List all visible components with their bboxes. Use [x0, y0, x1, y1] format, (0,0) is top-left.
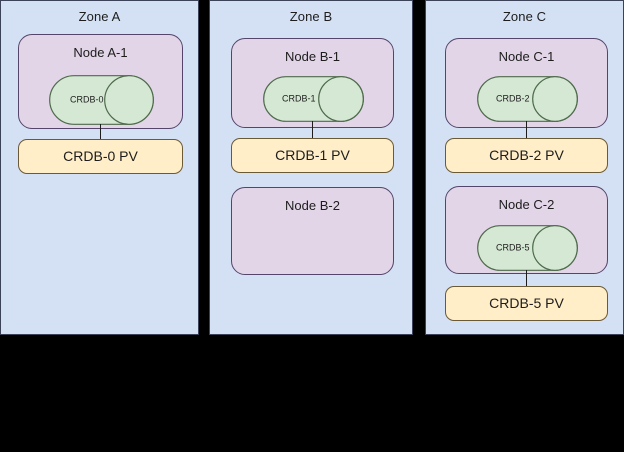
volume-crdb-5-pv-label: CRDB-5 PV	[489, 295, 564, 311]
volume-crdb-1-pv[interactable]: CRDB-1 PV	[231, 138, 394, 173]
node-c-1[interactable]: Node C-1 CRDB-2	[445, 38, 608, 128]
node-a-1-title: Node A-1	[73, 45, 128, 60]
volume-crdb-0-pv[interactable]: CRDB-0 PV	[18, 139, 183, 174]
node-b-1-title: Node B-1	[285, 49, 340, 64]
cylinder-shape	[49, 75, 154, 125]
database-crdb-5[interactable]: CRDB-5	[475, 225, 580, 271]
node-a-1[interactable]: Node A-1 CRDB-0	[18, 34, 183, 129]
database-crdb-1[interactable]: CRDB-1	[261, 76, 366, 122]
connector-crdb-0-to-pv	[100, 124, 101, 139]
connector-crdb-2-to-pv	[526, 121, 527, 138]
zone-b-title: Zone B	[289, 9, 333, 24]
connector-crdb-1-to-pv	[312, 121, 313, 138]
node-c-2[interactable]: Node C-2 CRDB-5	[445, 186, 608, 274]
zone-c-title: Zone C	[502, 9, 547, 24]
zone-c[interactable]: Zone C Node C-1 CRDB-2 CRDB-2 PV Node C-…	[425, 0, 624, 335]
database-crdb-2[interactable]: CRDB-2	[475, 76, 580, 122]
volume-crdb-1-pv-label: CRDB-1 PV	[275, 147, 350, 163]
database-crdb-0[interactable]: CRDB-0	[49, 75, 154, 125]
node-b-2-title: Node B-2	[285, 198, 340, 213]
node-b-2[interactable]: Node B-2	[231, 187, 394, 275]
volume-crdb-5-pv[interactable]: CRDB-5 PV	[445, 286, 608, 321]
zone-a-title: Zone A	[78, 9, 121, 24]
node-b-1[interactable]: Node B-1 CRDB-1	[231, 38, 394, 128]
volume-crdb-0-pv-label: CRDB-0 PV	[63, 148, 138, 164]
cylinder-shape	[477, 225, 578, 271]
zone-a[interactable]: Zone A Node A-1 CRDB-0 CRDB-0 PV	[0, 0, 199, 335]
node-c-2-title: Node C-2	[498, 197, 555, 212]
node-c-1-title: Node C-1	[498, 49, 555, 64]
cylinder-shape	[263, 76, 364, 122]
volume-crdb-2-pv-label: CRDB-2 PV	[489, 147, 564, 163]
connector-crdb-5-to-pv	[526, 270, 527, 286]
zone-b[interactable]: Zone B Node B-1 CRDB-1 CRDB-1 PV Node B-…	[209, 0, 413, 335]
cylinder-shape	[477, 76, 578, 122]
volume-crdb-2-pv[interactable]: CRDB-2 PV	[445, 138, 608, 173]
